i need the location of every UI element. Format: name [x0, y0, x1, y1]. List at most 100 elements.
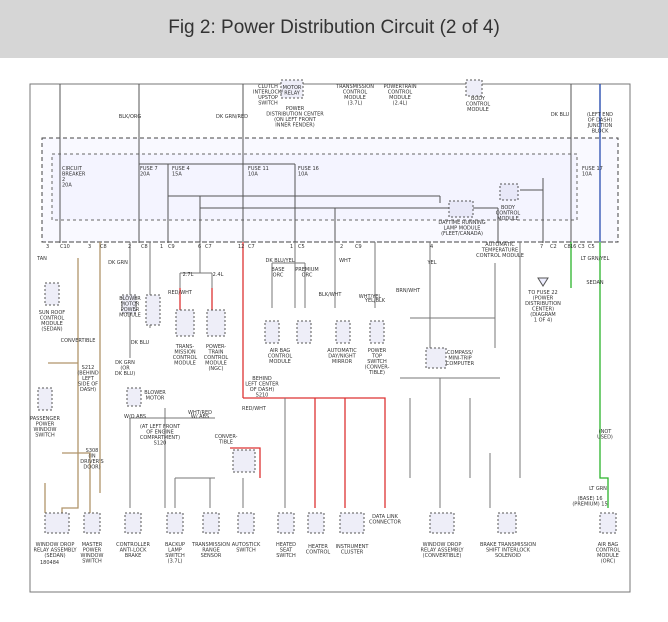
figure-id: 180484 [40, 560, 59, 566]
junction-pin-label: 6 [198, 244, 201, 250]
junction-pin-label: C3 [578, 244, 585, 250]
wire-label: DK GRN [108, 260, 128, 266]
junction-pin-label: 12 [238, 244, 244, 250]
junction-pin-label: 16 [570, 244, 576, 250]
junction-pin-label: C8 [141, 244, 148, 250]
junction-pin-label: 2 [128, 244, 131, 250]
wire-label: DK GRN/RED [216, 114, 248, 120]
wire-label: DK BLU [131, 340, 150, 346]
page-title: Fig 2: Power Distribution Circuit (2 of … [168, 17, 500, 38]
junction-pin-label: 1 [160, 244, 163, 250]
junction-pin-label: C8 [564, 244, 571, 250]
wire-label: LT GRN [589, 486, 607, 492]
wire-label: DK BLU [551, 112, 570, 118]
wire-label: YEL [427, 260, 437, 266]
label-27l: 2.7L [183, 272, 194, 278]
wire-label: TAN [36, 256, 47, 262]
junction-pin-label: 2 [340, 244, 343, 250]
junction-pin-label: C10 [60, 244, 70, 250]
wire-label: RED/WHT [242, 406, 267, 412]
feed-wires [59, 84, 572, 156]
title-bar: Fig 2: Power Distribution Circuit (2 of … [0, 0, 668, 58]
wire-label: BLK/WHT [319, 292, 343, 298]
wire-label: WHT/RED [188, 410, 212, 416]
colored-wires [44, 138, 609, 513]
fuse-bus [59, 156, 572, 243]
junction-pin-label: 3 [88, 244, 91, 250]
junction-pin-label: C9 [355, 244, 362, 250]
label-base-premium: (BASE) 16(PREMIUM) 15 [572, 496, 607, 508]
label-wo-abs: W/O ABS [124, 414, 146, 420]
wire-label: BLK/ORG [119, 114, 142, 120]
component-boxes [37, 79, 617, 534]
junction-pin-label: 4 [430, 244, 433, 250]
fuse22-arrow [537, 277, 549, 287]
junction-pin-label: C5 [588, 244, 595, 250]
bcm-mid-box [499, 183, 519, 201]
drl-module-box [448, 200, 474, 218]
wire-label: WHT/YEL [359, 294, 382, 300]
junction-pin-label: C5 [298, 244, 305, 250]
wire-label: RED/WHT [168, 290, 193, 296]
label-w-abs: W/ ABS [191, 414, 209, 420]
junction-pin-label: 7 [540, 244, 543, 250]
junction-pin-label: C7 [205, 244, 212, 250]
wire-label: WHT [339, 258, 352, 264]
junction-pin-label: C2 [550, 244, 557, 250]
wire-label: YEL/BLK [364, 298, 386, 304]
label-24l: 2.4L [213, 272, 224, 278]
wire-label: LT GRN/YEL [581, 256, 610, 262]
diagram-frame [29, 83, 631, 593]
label-convertible-short: CONVER-TIBLE [215, 434, 238, 446]
junction-pin-label: C8 [100, 244, 107, 250]
wire-label: DK BLU/YEL [265, 258, 294, 264]
junction-pin-label: 3 [46, 244, 49, 250]
label-convertible: CONVERTIBLE [61, 338, 96, 344]
label-sedan: SEDAN [586, 280, 604, 286]
gray-wires [129, 242, 521, 508]
